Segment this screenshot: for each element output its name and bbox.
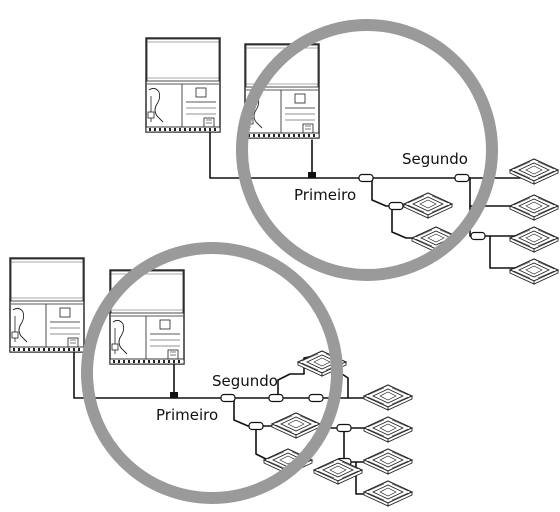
indoor-cassette-unit — [363, 384, 413, 411]
branch-joint — [336, 423, 352, 433]
highlight-circle — [236, 19, 498, 281]
outdoor-unit — [145, 37, 221, 133]
branch-joint — [220, 393, 236, 403]
bottom-system: Segundo Primeiro — [9, 242, 413, 507]
branch-joint — [248, 421, 264, 431]
highlight-circle — [81, 242, 343, 504]
indoor-cassette-unit — [509, 194, 559, 221]
branch-joint — [454, 173, 470, 183]
outdoor-unit — [9, 257, 85, 353]
indoor-cassette-unit — [363, 416, 413, 443]
branch-joint — [388, 201, 404, 211]
segundo-label: Segundo — [212, 372, 278, 390]
indoor-cassette-unit — [363, 448, 413, 475]
branch-joint — [268, 393, 284, 403]
primeiro-label: Primeiro — [156, 406, 218, 424]
indoor-cassette-unit — [363, 480, 413, 507]
branch-joint — [308, 393, 324, 403]
indoor-cassette-unit — [509, 258, 559, 285]
indoor-cassette-unit — [509, 158, 559, 185]
indoor-cassette-unit — [403, 192, 453, 219]
segundo-label: Segundo — [402, 150, 468, 168]
top-system: Segundo Primeiro — [145, 19, 559, 285]
primeiro-label: Primeiro — [294, 186, 356, 204]
indoor-cassette-unit — [271, 412, 321, 439]
branch-joint — [470, 231, 486, 241]
indoor-cassette-unit — [509, 226, 559, 253]
branch-joint — [358, 173, 374, 183]
